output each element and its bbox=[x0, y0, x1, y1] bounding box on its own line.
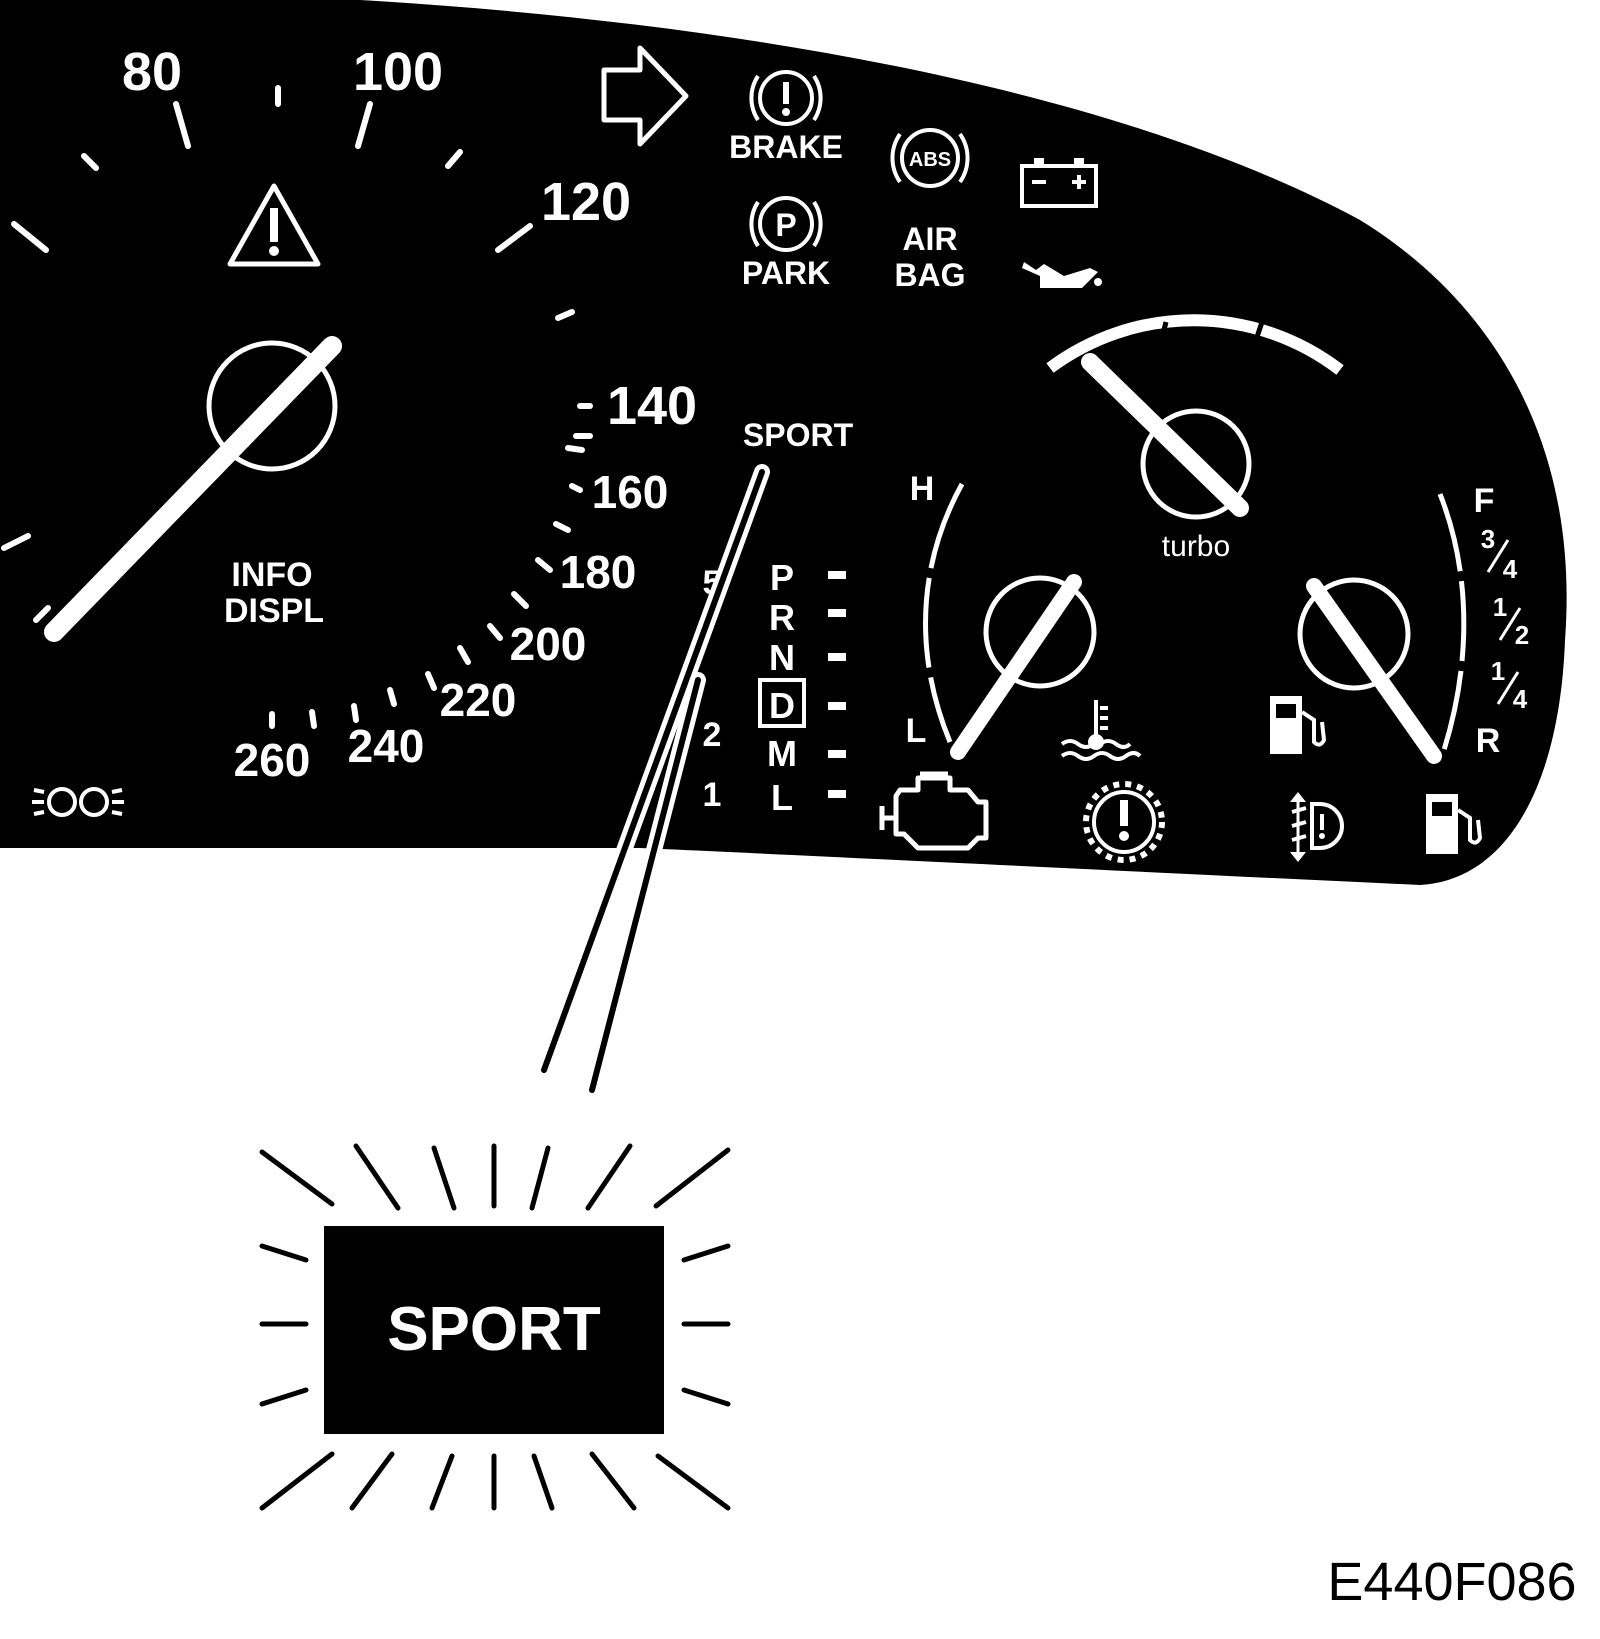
callout-pointer bbox=[536, 464, 770, 1098]
speed-label-220: 220 bbox=[440, 674, 517, 726]
instrument-panel bbox=[0, 0, 1567, 885]
coolant-temperature-icon bbox=[1060, 700, 1142, 761]
speedometer: 80 100 120 140 160 180 200 220 240 260 I… bbox=[1, 42, 697, 817]
temp-low-label: L bbox=[906, 712, 927, 750]
info-display-label-line2: DISPL bbox=[224, 592, 324, 630]
fuel-half-den: 2 bbox=[1515, 620, 1529, 650]
fuel-hub bbox=[1297, 577, 1411, 691]
low-fuel-icon bbox=[1426, 794, 1483, 854]
speed-label-160: 160 bbox=[592, 466, 669, 518]
brake-label: BRAKE bbox=[729, 129, 843, 165]
fuel-gauge: F 3 4 1 2 1 4 R bbox=[1270, 482, 1529, 764]
sport-flash-callout: SPORT bbox=[259, 1143, 731, 1511]
turbo-scale-arc bbox=[1046, 314, 1344, 375]
abs-symbol: ABS bbox=[909, 149, 951, 171]
gear-r: R bbox=[769, 597, 795, 638]
fuel-scale-arc bbox=[1437, 493, 1467, 751]
check-engine-icon bbox=[879, 771, 989, 851]
temp-scale-arc bbox=[923, 482, 965, 743]
gear-l: L bbox=[771, 777, 793, 818]
speedometer-ticks bbox=[1, 85, 593, 729]
turbo-needle bbox=[1081, 353, 1249, 517]
fuel-needle bbox=[1306, 578, 1442, 764]
fuel-three-quarter-den: 4 bbox=[1503, 554, 1518, 584]
fuel-three-quarter-num: 3 bbox=[1481, 524, 1495, 554]
temp-hub bbox=[983, 575, 1097, 689]
park-label: PARK bbox=[742, 255, 830, 291]
turbo-gauge: turbo bbox=[1046, 314, 1344, 563]
gear-m: M bbox=[767, 733, 797, 774]
fuel-quarter-num: 1 bbox=[1491, 656, 1505, 686]
speed-label-200: 200 bbox=[510, 618, 587, 670]
park-brake-icon: P bbox=[749, 196, 823, 252]
fuel-reserve-label: R bbox=[1476, 722, 1501, 760]
fuel-pump-icon bbox=[1270, 696, 1327, 754]
parking-lights-icon bbox=[32, 787, 124, 817]
gear-d-selected-box bbox=[758, 678, 806, 728]
traction-warning-icon bbox=[1083, 781, 1165, 863]
gear-indicator-dashes bbox=[828, 571, 846, 798]
speedometer-hub bbox=[206, 340, 338, 472]
turbo-label: turbo bbox=[1162, 530, 1230, 563]
fuel-full-label: F bbox=[1474, 482, 1495, 520]
airbag-label-line1: AIR bbox=[902, 221, 957, 257]
sport-callout-label: SPORT bbox=[387, 1295, 601, 1364]
oil-pressure-icon bbox=[1022, 262, 1102, 288]
speed-label-180: 180 bbox=[560, 546, 637, 598]
speed-label-140: 140 bbox=[607, 376, 697, 436]
turbo-hub bbox=[1140, 408, 1252, 520]
park-symbol: P bbox=[775, 207, 796, 243]
speedometer-needle bbox=[44, 336, 342, 642]
battery-icon bbox=[1020, 158, 1098, 208]
turn-signal-arrow-icon bbox=[601, 45, 689, 147]
speed-label-100: 100 bbox=[353, 42, 443, 102]
sport-indicator-label: SPORT bbox=[743, 417, 854, 453]
speed-label-120: 120 bbox=[541, 172, 631, 232]
brake-warning-icon bbox=[749, 70, 823, 126]
temperature-gauge: H L bbox=[906, 470, 1142, 761]
speed-label-260: 260 bbox=[234, 734, 311, 786]
flash-rays bbox=[259, 1143, 731, 1511]
manual-gear-2: 2 bbox=[703, 716, 722, 754]
abs-warning-icon: ABS bbox=[890, 128, 970, 188]
fuel-quarter-den: 4 bbox=[1513, 684, 1528, 714]
temp-high-label: H bbox=[910, 470, 935, 508]
sport-callout-box bbox=[324, 1226, 664, 1434]
manual-gear-1: 1 bbox=[703, 776, 722, 814]
airbag-label-line2: BAG bbox=[894, 257, 965, 293]
headlight-leveling-icon bbox=[1290, 792, 1344, 862]
gear-p: P bbox=[770, 557, 794, 598]
warning-triangle-icon bbox=[227, 183, 321, 267]
figure-code: E440F086 bbox=[1327, 1552, 1576, 1612]
gear-selector: 5 2 1 P R N D M L bbox=[703, 557, 846, 818]
info-display-label-line1: INFO bbox=[231, 556, 312, 594]
temp-needle bbox=[950, 574, 1082, 760]
speed-label-240: 240 bbox=[348, 720, 425, 772]
gear-d: D bbox=[769, 685, 795, 726]
fuel-half-num: 1 bbox=[1493, 592, 1507, 622]
speed-label-80: 80 bbox=[122, 42, 182, 102]
gear-n: N bbox=[769, 637, 795, 678]
